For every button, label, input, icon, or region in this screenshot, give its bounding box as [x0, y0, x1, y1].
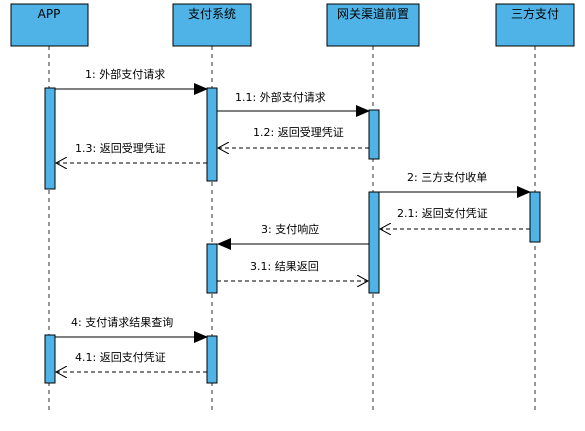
- message-2-label: 2: 三方支付收单: [407, 170, 487, 184]
- message-4-label: 4: 支付请求结果查询: [71, 315, 173, 329]
- activation-pay-1: [206, 87, 218, 182]
- participant-tp: 三方支付: [495, 3, 575, 47]
- activation-tp-1: [529, 191, 541, 243]
- message-1-label: 1: 外部支付请求: [85, 67, 165, 81]
- participant-app-label: APP: [38, 7, 61, 21]
- participant-gw-label: 网关渠道前置: [337, 6, 409, 21]
- message-2-1-label: 2.1: 返回支付凭证: [397, 206, 488, 220]
- message-3-1-label: 3.1: 结果返回: [250, 260, 319, 273]
- message-4-1-label: 4.1: 返回支付凭证: [75, 350, 166, 364]
- activation-gw-2: [368, 191, 380, 294]
- message-3-label: 3: 支付响应: [261, 222, 319, 236]
- message-1-2-label: 1.2: 返回受理凭证: [253, 125, 344, 139]
- participant-tp-label: 三方支付: [511, 6, 559, 21]
- message-1-1-label: 1.1: 外部支付请求: [235, 90, 326, 104]
- activation-pay-2: [206, 243, 218, 294]
- activation-app-2: [44, 334, 56, 384]
- participant-app: APP: [10, 3, 89, 47]
- message-1-3-label: 1.3: 返回受理凭证: [75, 141, 166, 155]
- participant-pay: 支付系统: [172, 3, 252, 47]
- activation-pay-3: [206, 335, 218, 384]
- participant-gw: 网关渠道前置: [326, 3, 420, 47]
- activation-app-1: [44, 87, 56, 190]
- participant-pay-label: 支付系统: [188, 7, 236, 21]
- activation-gw-1: [368, 109, 380, 160]
